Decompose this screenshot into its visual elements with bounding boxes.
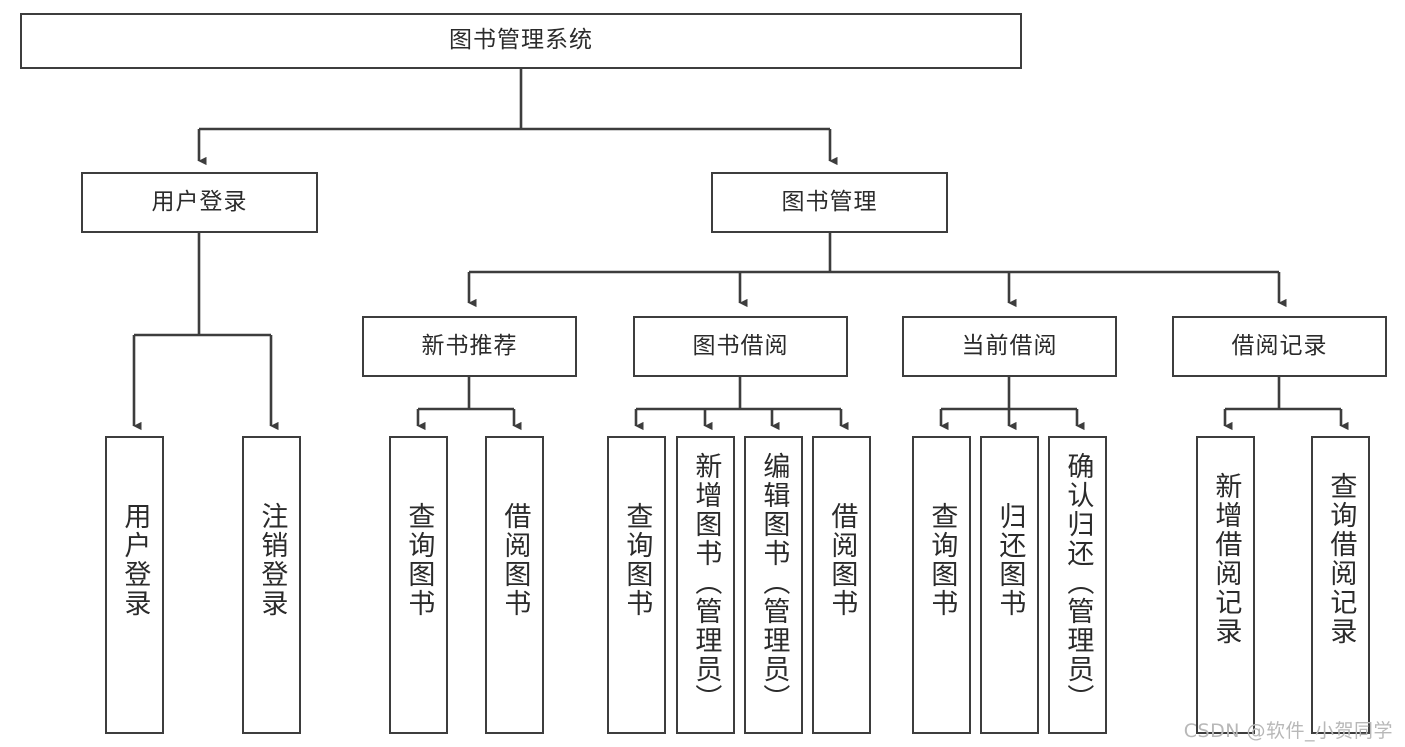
leaf-user-login-logout[interactable]: 注销登录 [242,436,301,734]
node-label: 图书借阅 [692,332,789,359]
node-label: 确认归还（管理员） [1062,452,1094,713]
leaf-book-borrow-add[interactable]: 新增图书（管理员） [676,436,735,734]
leaf-new-book-borrow[interactable]: 借阅图书 [485,436,544,734]
node-label: 新增借阅记录 [1210,472,1242,646]
leaf-book-borrow-edit[interactable]: 编辑图书（管理员） [744,436,803,734]
node-label: 新增图书（管理员） [690,452,722,713]
node-user-login[interactable]: 用户登录 [81,172,318,233]
node-root-library-system[interactable]: 图书管理系统 [20,13,1022,69]
leaf-book-borrow-borrow[interactable]: 借阅图书 [812,436,871,734]
node-label: 归还图书 [994,502,1026,618]
node-label: 借阅图书 [499,502,531,618]
node-label: 编辑图书（管理员） [758,452,790,713]
node-label: 当前借阅 [961,332,1058,359]
node-book-borrow[interactable]: 图书借阅 [633,316,848,377]
node-borrow-record[interactable]: 借阅记录 [1172,316,1387,377]
node-new-book-recommend[interactable]: 新书推荐 [362,316,577,377]
node-label: 查询图书 [403,502,435,618]
node-label: 新书推荐 [421,332,518,359]
node-label: 图书管理 [781,188,878,215]
watermark-text: CSDN @软件_小贺同学 [1183,720,1393,742]
leaf-borrow-record-query[interactable]: 查询借阅记录 [1311,436,1370,734]
node-book-management[interactable]: 图书管理 [711,172,948,233]
node-label: 图书管理系统 [449,27,593,54]
leaf-user-login-login[interactable]: 用户登录 [105,436,164,734]
leaf-current-borrow-confirm-return[interactable]: 确认归还（管理员） [1048,436,1107,734]
node-label: 查询借阅记录 [1325,472,1357,646]
node-current-borrow[interactable]: 当前借阅 [902,316,1117,377]
leaf-current-borrow-return[interactable]: 归还图书 [980,436,1039,734]
node-label: 借阅记录 [1231,332,1328,359]
leaf-current-borrow-query[interactable]: 查询图书 [912,436,971,734]
leaf-new-book-query[interactable]: 查询图书 [389,436,448,734]
node-label: 查询图书 [926,502,958,618]
node-label: 用户登录 [151,188,248,215]
node-label: 注销登录 [256,502,288,618]
leaf-book-borrow-query[interactable]: 查询图书 [607,436,666,734]
node-label: 查询图书 [621,502,653,618]
leaf-borrow-record-add[interactable]: 新增借阅记录 [1196,436,1255,734]
node-label: 借阅图书 [826,502,858,618]
node-label: 用户登录 [119,502,151,618]
